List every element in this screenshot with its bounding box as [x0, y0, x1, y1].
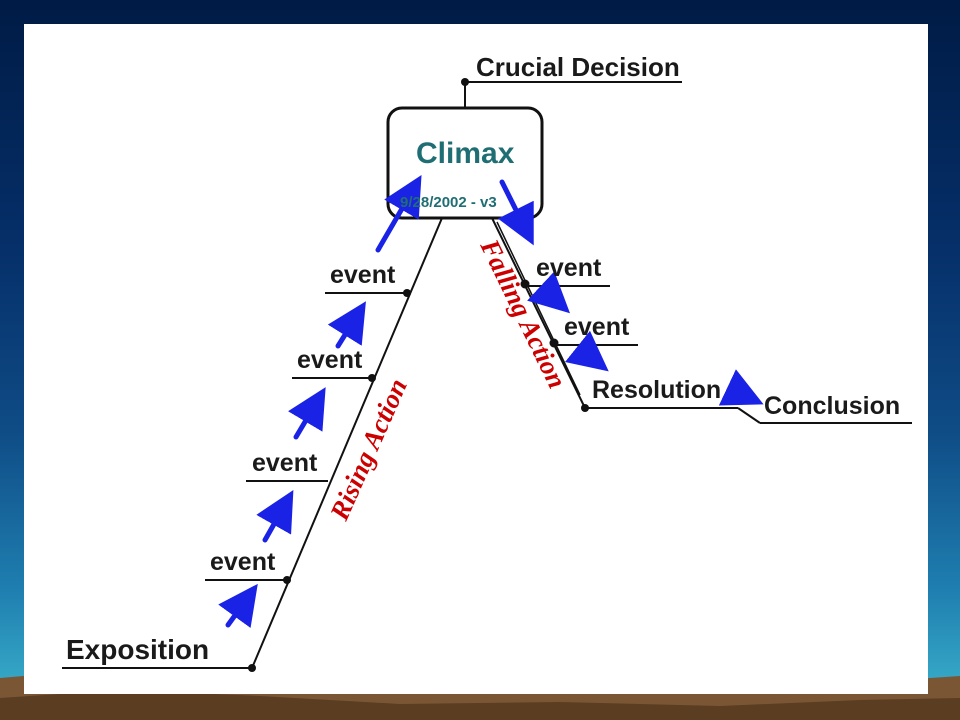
resolution-dot: [581, 404, 589, 412]
rising-event-2-label: event: [252, 449, 318, 477]
exposition-label: Exposition: [66, 634, 209, 665]
falling-arrows: [497, 179, 764, 406]
rising-event-1-dot: [283, 576, 291, 584]
rising-arrow-5: [375, 175, 422, 253]
rising-arrow-1: [218, 583, 258, 628]
rising-event-3-label: event: [297, 346, 363, 374]
rising-arrow-4: [327, 301, 366, 349]
falling-event-2-dot: [549, 338, 559, 348]
falling-arrow-1: [497, 179, 534, 246]
conclusion-label: Conclusion: [764, 392, 900, 420]
climax-label: Climax: [416, 137, 515, 170]
rising-event-4-dot: [403, 289, 411, 297]
falling-arrow-4: [718, 369, 764, 406]
falling-event-2-label: event: [564, 313, 630, 341]
climax-date: 9/28/2002 - v3: [400, 194, 497, 211]
conclusion-connector: [737, 407, 761, 424]
rising-event-3-dot: [368, 374, 376, 382]
exposition-dot: [248, 664, 256, 672]
rising-event-4-label: event: [330, 261, 396, 289]
rising-event-1-label: event: [210, 548, 276, 576]
rising-arrow-2: [256, 489, 294, 543]
falling-arrow-2: [527, 271, 570, 314]
falling-arrow-3: [564, 330, 609, 372]
rising-arrows: [218, 175, 422, 628]
crucial-dot: [461, 78, 469, 86]
crucial-decision-label: Crucial Decision: [476, 52, 680, 82]
rising-action-label: Rising Action: [324, 374, 413, 525]
resolution-label: Resolution: [592, 376, 721, 404]
rising-arrow-3: [288, 387, 326, 440]
falling-event-1-label: event: [536, 254, 602, 282]
